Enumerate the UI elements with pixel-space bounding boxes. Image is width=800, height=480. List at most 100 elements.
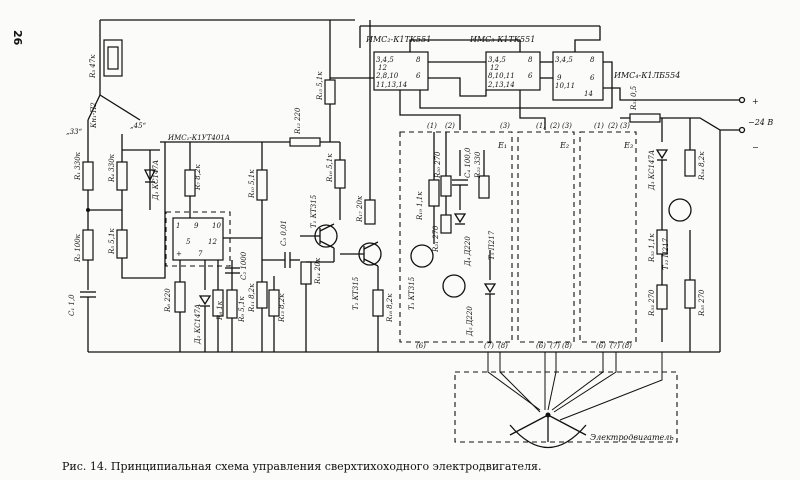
transistor-t5-inner	[442, 274, 466, 298]
schematic-label: R₃₃ 270	[648, 289, 656, 317]
schematic-label: C₃ 0,01	[280, 220, 288, 246]
schematic-label: R₁₈ 8,2к	[386, 293, 394, 323]
schematic-label: (2)	[608, 122, 618, 130]
motor-frame	[454, 371, 678, 443]
schematic-label: R₁₀ 5,1к	[248, 169, 256, 199]
schematic-label: 3,4,5	[488, 56, 506, 64]
page-number: 26	[11, 30, 24, 46]
label-e1: E₁	[497, 141, 507, 150]
schematic-label: T₃ КТ315	[408, 276, 416, 310]
block-e2: E₂ (1) (2) (3)	[517, 122, 575, 343]
input-divider: R₃ 47к Кн₁-П2 „33“ „45“ R₁ 330к R₄ 330к …	[66, 19, 355, 352]
schematic-label: T₂ КТ315	[352, 276, 360, 310]
resistor-r34	[684, 149, 696, 177]
zener-d3	[655, 149, 669, 160]
schematic-label: R₃₁ 0,5	[630, 85, 638, 111]
label-r4: R₄ 330к	[108, 153, 116, 183]
label-ims4: ИМС₄-К1ЛБ554	[613, 71, 680, 80]
block-e3: E₃ (1) (2) (3)	[579, 122, 637, 343]
schematic-label: (2)	[550, 122, 560, 130]
schematic-label: 8	[590, 56, 595, 64]
resistor-r18	[372, 289, 384, 317]
motor-label: Электродвигатель	[590, 433, 674, 442]
resistor-r12	[289, 137, 321, 147]
schematic-label: R₂₁ 270	[432, 225, 440, 253]
supply-voltage: −24 В	[748, 118, 773, 127]
schematic-label: 6	[590, 74, 595, 82]
label-e2: E₂	[559, 141, 569, 150]
schematic-label: R₁₅ 5,1к	[316, 71, 324, 101]
schematic-label: R₁₂ 220	[294, 107, 302, 135]
schematic-label: Д₂ КС147А	[194, 304, 202, 345]
schematic-label: (7)	[550, 342, 560, 350]
schematic-label: C₄ 100,0	[464, 147, 472, 178]
ims1-block: ИМС₁-К1УТ401А 1 9 10 12 5 + 7	[160, 134, 340, 267]
schematic-label: 7	[198, 250, 203, 258]
schematic-label: (8)	[622, 342, 632, 350]
schematic-label: R₁₆ 5,1к	[326, 153, 334, 183]
label-ims2: ИМС₂-К1ТК551	[365, 35, 431, 44]
resistor-r11	[256, 281, 268, 309]
label-e3: E₃	[623, 141, 633, 150]
resistor-r20	[440, 175, 452, 197]
schematic-label: (6)	[596, 342, 606, 350]
schematic-label: R₂₀ 270	[434, 151, 442, 179]
schematic-label: (8)	[498, 342, 508, 350]
schematic-label: (6)	[416, 342, 426, 350]
ims1-peripherals: R₇ 8,2к R₆ 220 Д₂ КС147А R₈ 1к C₂ 1000 R…	[164, 142, 248, 352]
resistor-r3	[107, 46, 119, 70]
schematic-label: 10	[212, 222, 221, 230]
schematic-label: R₃₅ 270	[698, 289, 706, 317]
motor-rotor-arc	[509, 424, 587, 448]
schematic-label: Д₅ Д220	[466, 306, 474, 337]
schematic-label: 6	[416, 72, 421, 80]
resistor-r16	[334, 159, 346, 189]
switch-pos-45: „45“	[130, 122, 147, 130]
transistor-t4	[668, 198, 692, 222]
transistor-t3	[410, 244, 434, 268]
schematic-label: (1)	[536, 122, 546, 130]
resistor-r5	[116, 229, 128, 259]
mid-left-network: R₁₀ 5,1к R₁₁ 8,2к R₁₃ 8,2к C₃ 0,01	[223, 142, 300, 352]
schematic-label: (8)	[562, 342, 572, 350]
transistor-stage: R₁₅ 5,1к R₁₆ 5,1к T₁ КТ315 R₁₄ 20к R₁₇ 2…	[300, 20, 394, 352]
resistor-r35	[684, 279, 696, 309]
label-d1: Д₁ КС147А	[152, 160, 160, 201]
schematic-label: R₁₄ 20к	[314, 257, 322, 285]
resistor-r4	[116, 161, 128, 191]
schematic-label: 10,11	[555, 82, 575, 90]
schematic-label: 5	[186, 238, 191, 246]
schematic-label: (1)	[427, 122, 437, 130]
resistor-r2	[82, 229, 94, 261]
schematic-label: (3)	[620, 122, 630, 130]
schematic-label: 12	[208, 238, 217, 246]
schematic-label: 3,4,5	[376, 56, 394, 64]
label-r5: R₅ 5,1к	[108, 228, 116, 255]
chip-ims4	[552, 51, 604, 101]
schematic-label: C₂ 1000	[240, 251, 248, 280]
schematic-label: R₇ 8,2к	[194, 164, 202, 191]
block-e1: E₁ (1) (2) (3) R₁₉ 1,1к R₂₀ 270 R₂₁ 270 …	[399, 122, 513, 343]
schematic-label: 1	[176, 222, 180, 230]
schematic-label: R₆ 220	[164, 288, 172, 313]
schematic-label: +	[176, 250, 182, 258]
bottom-nodes: (6) (7) (8) (6) (7) (8) (6) (7) (8)	[416, 342, 632, 350]
resistor-r1	[82, 161, 94, 191]
schematic-label: (3)	[500, 122, 510, 130]
label-c1: C₁ 1,0	[68, 294, 76, 316]
resistor-r6	[174, 281, 186, 313]
schematic-label: (7)	[484, 342, 494, 350]
chip-ims2	[373, 51, 429, 91]
supply-minus: −	[752, 143, 759, 152]
schematic-label: (3)	[562, 122, 572, 130]
label-ims1: ИМС₁-К1УТ401А	[167, 134, 230, 142]
schematic-label: (1)	[594, 122, 604, 130]
chip-ims3	[485, 51, 541, 91]
resistor-r9	[226, 289, 238, 319]
motor: Электродвигатель	[454, 352, 678, 448]
schematic-label: R₂₂ 330	[474, 151, 482, 179]
schematic-label: 3,4,5	[555, 56, 573, 64]
diode-d4	[453, 213, 467, 224]
schematic-label: 14	[584, 90, 593, 98]
